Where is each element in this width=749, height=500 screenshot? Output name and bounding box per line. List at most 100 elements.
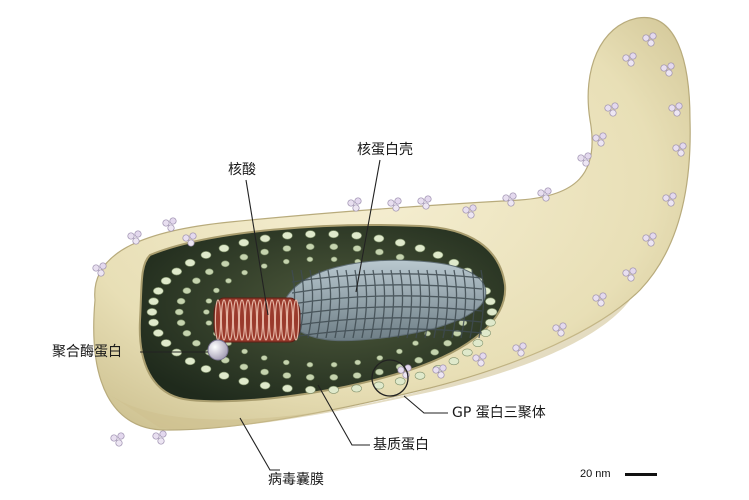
matrix-protein-bead xyxy=(192,339,201,347)
leader-nucleocapsid xyxy=(355,159,381,293)
polymerase-protein xyxy=(207,339,229,361)
scale-bar-label: 20 nm xyxy=(580,468,611,480)
matrix-protein-bead xyxy=(146,308,158,316)
glycoprotein-spikes xyxy=(92,32,687,447)
matrix-protein-bead xyxy=(305,243,315,250)
matrix-protein-bead xyxy=(241,269,248,276)
matrix-protein-bead xyxy=(282,359,290,366)
label-nucleocapsid: 核蛋白壳 xyxy=(357,142,413,158)
leader-nucleic-acid xyxy=(245,179,269,316)
matrix-protein-bead xyxy=(282,372,292,379)
matrix-protein-bead xyxy=(205,320,213,326)
matrix-protein-bead xyxy=(414,371,426,380)
matrix-protein-bead xyxy=(218,244,230,253)
matrix-protein-bead xyxy=(305,230,316,239)
scale-bar-line xyxy=(625,473,657,476)
matrix-protein-bead xyxy=(153,329,164,337)
glycoprotein-spike xyxy=(577,152,592,167)
matrix-protein-bead xyxy=(282,245,292,252)
nucleic-acid-coil xyxy=(213,297,301,343)
matrix-protein-bead xyxy=(328,230,339,239)
matrix-protein-bead xyxy=(184,357,196,366)
matrix-protein-bead xyxy=(148,318,159,327)
glycoprotein-spike xyxy=(152,430,167,445)
leader-envelope xyxy=(239,417,280,471)
matrix-protein-bead xyxy=(259,381,271,390)
leader-gp-trimer xyxy=(403,395,448,414)
matrix-protein-bead xyxy=(305,373,315,381)
glycoprotein-spike xyxy=(432,364,447,379)
matrix-protein-bead xyxy=(260,368,269,376)
glycoprotein-spike xyxy=(672,142,687,157)
matrix-protein-bead xyxy=(394,238,406,247)
label-envelope: 病毒囊膜 xyxy=(268,472,324,488)
matrix-protein-bead xyxy=(182,287,192,295)
matrix-protein-bead xyxy=(174,308,184,316)
matrix-protein-bead xyxy=(352,372,362,379)
glycoprotein-spike xyxy=(182,232,197,247)
matrix-protein-bead xyxy=(376,355,384,361)
matrix-protein-bead xyxy=(329,373,339,381)
matrix-protein-bead xyxy=(221,260,230,268)
matrix-protein-bead xyxy=(200,251,212,259)
glycoprotein-spike xyxy=(622,52,637,67)
matrix-protein-bead xyxy=(205,268,214,276)
glycoprotein-spike xyxy=(537,187,552,202)
matrix-protein-bead xyxy=(414,356,424,364)
glycoprotein-spike xyxy=(604,102,619,117)
matrix-protein-bead xyxy=(373,234,385,243)
matrix-protein-bead xyxy=(472,339,484,347)
matrix-protein-bead xyxy=(203,309,210,315)
matrix-protein-bead xyxy=(282,384,293,393)
matrix-protein-bead xyxy=(241,348,248,355)
matrix-protein-bead xyxy=(430,348,440,356)
matrix-protein-bead xyxy=(176,297,186,305)
matrix-protein-bead xyxy=(352,245,362,252)
matrix-protein-bead xyxy=(182,329,192,337)
matrix-protein-bead xyxy=(414,244,426,253)
nucleocapsid xyxy=(284,259,487,342)
glycoprotein-spike xyxy=(92,262,107,277)
matrix-protein-bead xyxy=(176,319,186,327)
matrix-protein-bead xyxy=(375,248,384,256)
glycoprotein-spike xyxy=(472,352,487,367)
matrix-protein-bead xyxy=(443,339,452,347)
matrix-protein-bead xyxy=(328,385,339,394)
matrix-protein-bead xyxy=(461,348,473,357)
matrix-protein-bead xyxy=(160,339,172,347)
matrix-protein-bead xyxy=(238,377,250,386)
matrix-protein-bead xyxy=(260,248,269,256)
matrix-protein-bead xyxy=(375,368,384,376)
glycoprotein-spike xyxy=(347,197,362,212)
glycoprotein-spike xyxy=(662,192,677,207)
matrix-protein-bead xyxy=(396,348,403,355)
glycoprotein-spike xyxy=(512,342,527,357)
matrix-protein-bead xyxy=(306,362,314,368)
matrix-protein-bead xyxy=(448,357,460,366)
matrix-protein-bead xyxy=(259,234,271,243)
label-nucleic-acid: 核酸 xyxy=(228,162,256,178)
matrix-protein-bead xyxy=(260,355,268,361)
matrix-protein-bead xyxy=(306,256,314,262)
matrix-protein-bead xyxy=(351,231,362,240)
matrix-protein-bead xyxy=(394,377,406,386)
matrix-protein-bead xyxy=(218,371,230,380)
glycoprotein-spike xyxy=(127,230,142,245)
glycoprotein-spike xyxy=(462,204,477,219)
matrix-protein-bead xyxy=(330,256,338,262)
matrix-protein-bead xyxy=(330,362,338,368)
matrix-protein-bead xyxy=(205,298,213,304)
matrix-protein-bead xyxy=(395,253,405,261)
glycoprotein-spike xyxy=(417,195,432,210)
matrix-protein-bead xyxy=(153,287,164,295)
matrix-protein-bead xyxy=(239,363,249,371)
matrix-protein-bead xyxy=(486,308,498,316)
glycoprotein-spike xyxy=(502,192,517,207)
matrix-protein-bead xyxy=(282,258,290,265)
matrix-protein-bead xyxy=(480,329,492,337)
matrix-protein-bead xyxy=(432,251,444,259)
glycoprotein-spike xyxy=(552,322,567,337)
label-polymerase: 聚合酶蛋白 xyxy=(52,344,122,360)
glycoprotein-spike xyxy=(622,267,637,282)
